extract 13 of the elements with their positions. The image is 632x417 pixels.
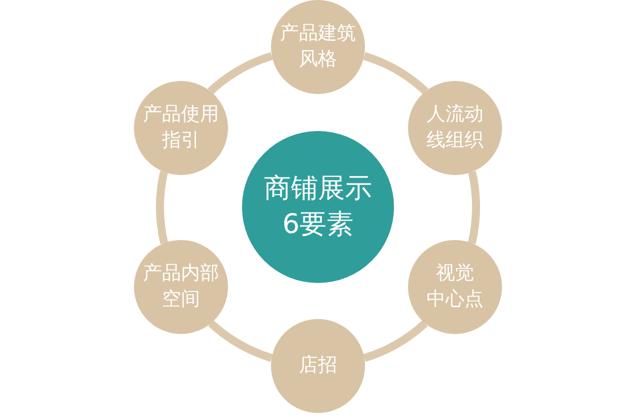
- element-label: 视觉中心点: [426, 261, 484, 312]
- element-label: 产品内部空间: [143, 261, 219, 312]
- element-label: 店招: [299, 353, 337, 378]
- element-label: 产品建筑风格: [280, 21, 356, 72]
- ring-arc: [208, 320, 274, 362]
- element-label: 人流动线组织: [426, 102, 484, 153]
- ring-arc: [208, 52, 274, 94]
- element-label: 产品使用指引: [143, 102, 219, 153]
- ring-arc: [156, 171, 168, 244]
- ring-arc: [468, 171, 480, 244]
- ring-arc: [362, 52, 428, 94]
- ring-arc: [362, 320, 428, 362]
- element-label: 商铺展示6要素: [264, 172, 372, 242]
